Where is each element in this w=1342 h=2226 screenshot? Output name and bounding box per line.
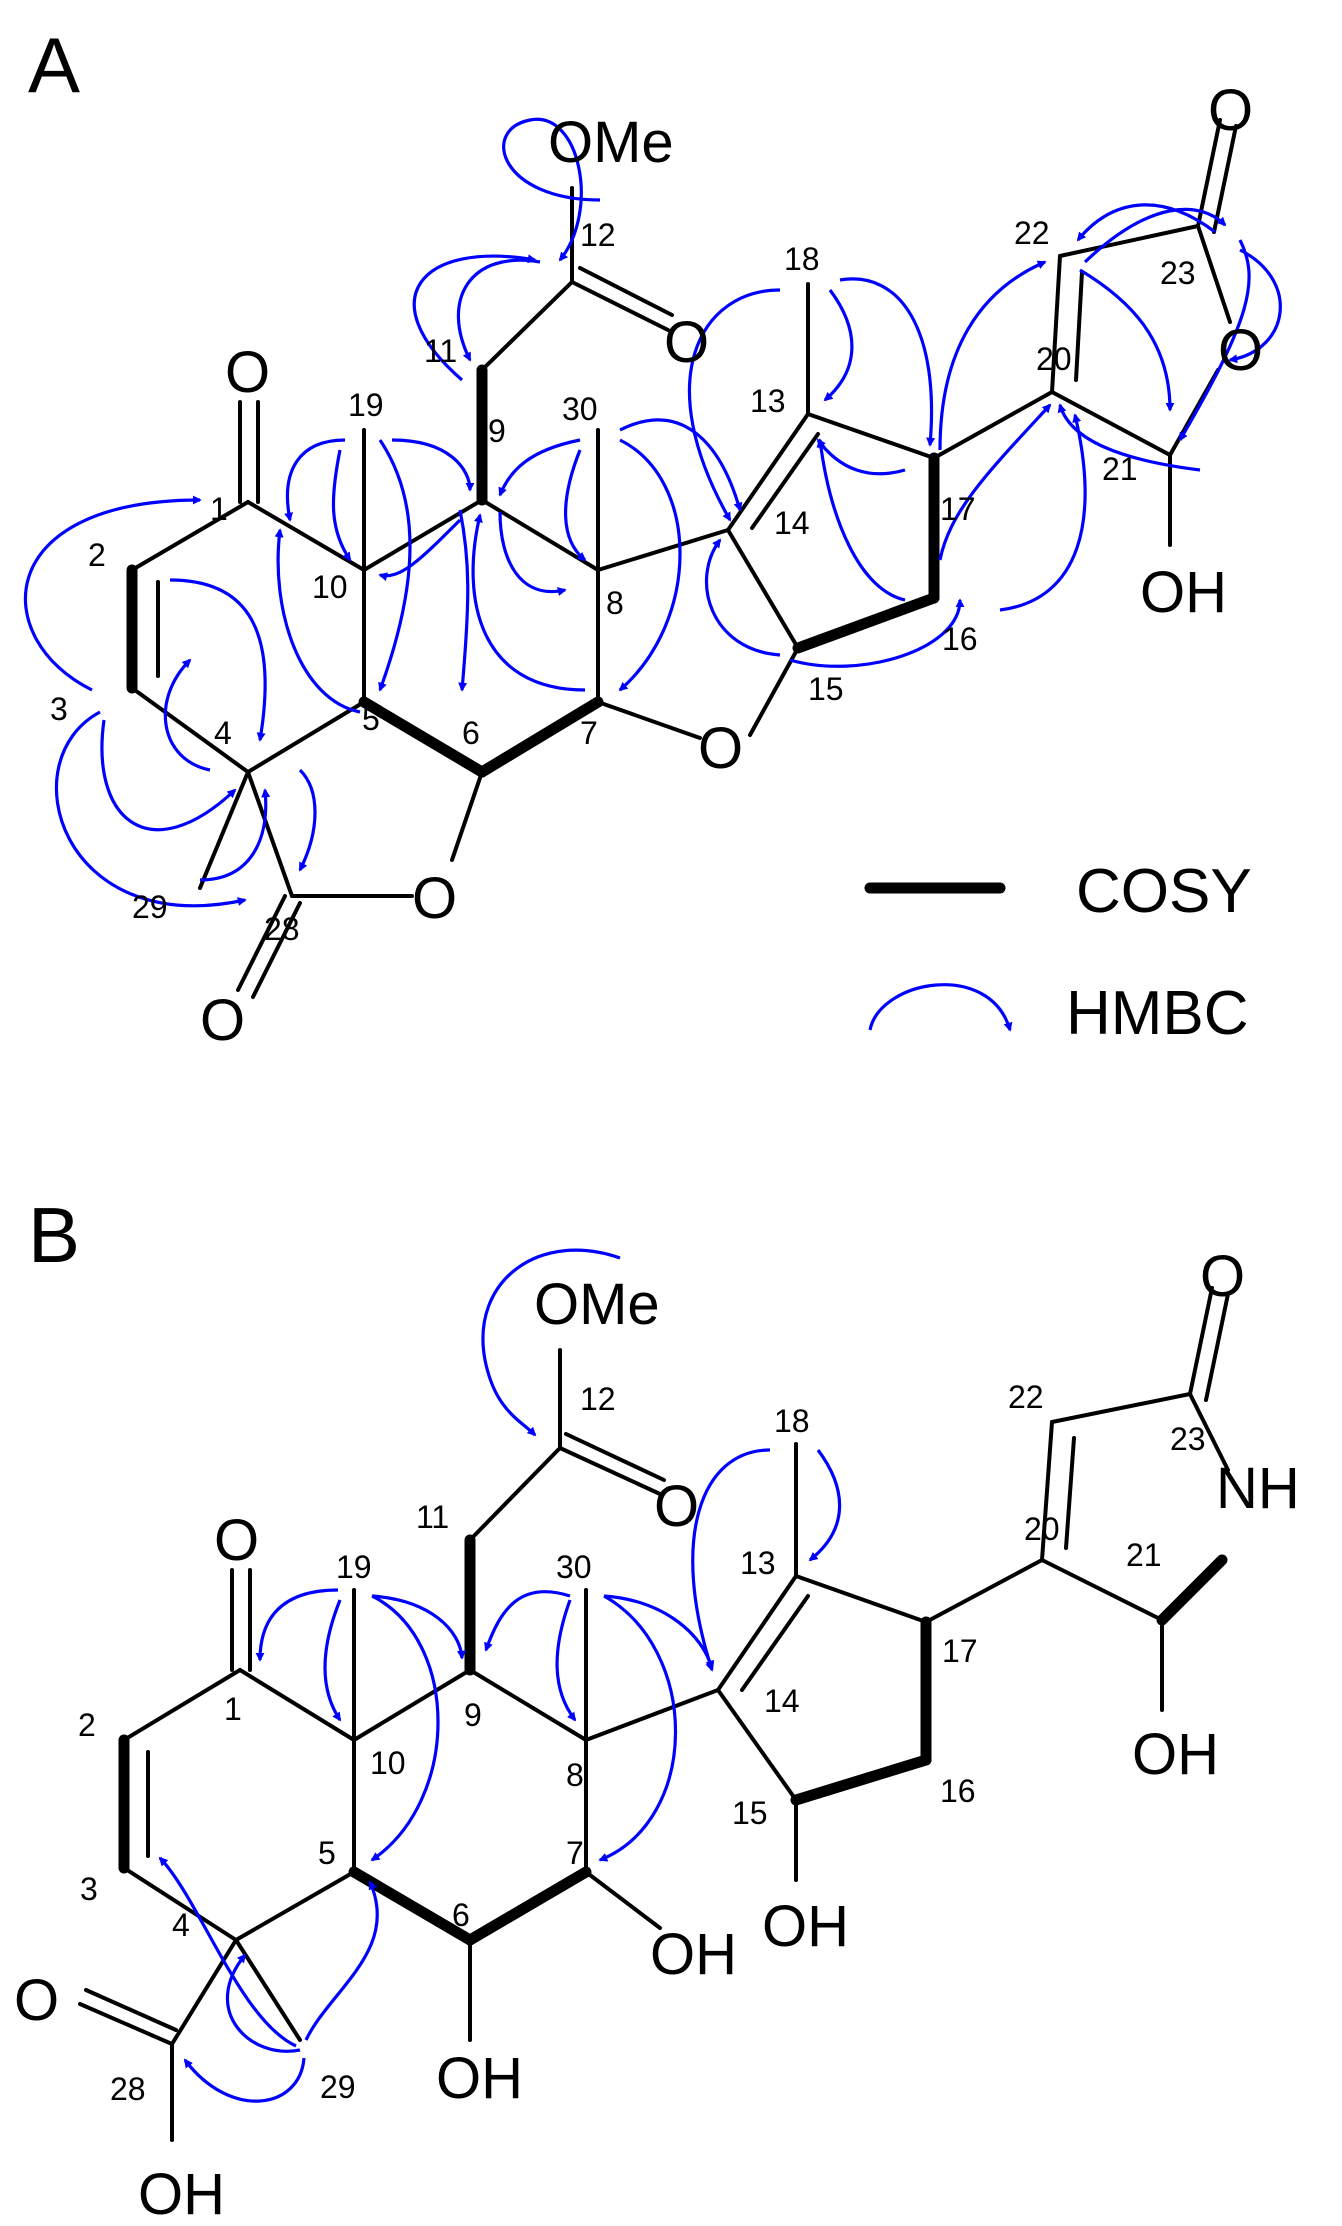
atom-number: 9 xyxy=(464,1697,482,1733)
atom-number: 17 xyxy=(940,491,976,527)
oxygen-label: O xyxy=(412,866,457,931)
atom-number: 8 xyxy=(566,1757,584,1793)
atom-number: 28 xyxy=(110,2071,146,2107)
atom-number: 19 xyxy=(336,1549,372,1585)
oxygen-label: O xyxy=(214,1508,259,1573)
atom-number: 13 xyxy=(750,383,786,419)
atom-number: 1 xyxy=(224,1691,242,1727)
methoxy-label: OMe xyxy=(548,110,674,175)
atom-number: 11 xyxy=(416,1499,449,1535)
hmbc-legend-label: HMBC xyxy=(1066,979,1249,1048)
panel-b-bonds xyxy=(78,1286,1230,2142)
oxygen-label: O xyxy=(1200,1244,1245,1309)
atom-number: 8 xyxy=(606,585,624,621)
atom-number: 5 xyxy=(318,1835,336,1871)
legend: COSY HMBC xyxy=(864,857,1252,1048)
panel-b: B xyxy=(14,1191,1300,2226)
atom-number: 20 xyxy=(1024,1511,1060,1547)
panel-a-bonds xyxy=(130,118,1238,999)
oxygen-label: O xyxy=(654,1474,699,1539)
atom-number: 22 xyxy=(1014,215,1050,251)
hydroxyl-label: OH xyxy=(436,2046,523,2111)
cosy-legend-label: COSY xyxy=(1076,857,1252,926)
atom-number: 29 xyxy=(132,889,168,925)
methoxy-label: OMe xyxy=(534,1272,660,1337)
panel-a-label: A xyxy=(28,21,80,109)
atom-number: 28 xyxy=(264,911,300,947)
atom-number: 15 xyxy=(808,671,844,707)
atom-number: 18 xyxy=(774,1403,810,1439)
atom-number: 11 xyxy=(424,333,457,369)
panel-b-label: B xyxy=(28,1191,80,1279)
atom-number: 15 xyxy=(732,1795,768,1831)
atom-number: 1 xyxy=(210,491,228,527)
panel-a-atom-numbers: 1 2 3 4 5 6 7 8 9 10 11 12 13 14 15 16 1… xyxy=(50,215,1196,947)
oxygen-label: O xyxy=(1218,318,1263,383)
atom-number: 16 xyxy=(940,1773,976,1809)
hydroxyl-label: OH xyxy=(1132,1722,1219,1787)
oxygen-label: O xyxy=(664,310,709,375)
atom-number: 7 xyxy=(580,715,598,751)
atom-number: 22 xyxy=(1008,1379,1044,1415)
atom-number: 3 xyxy=(50,691,68,727)
atom-number: 16 xyxy=(942,621,978,657)
atom-number: 17 xyxy=(942,1633,978,1669)
atom-number: 7 xyxy=(566,1835,584,1871)
panel-b-atom-numbers: 1 2 3 4 5 6 7 8 9 10 11 12 13 14 15 16 1… xyxy=(78,1379,1206,2107)
atom-number: 20 xyxy=(1036,341,1072,377)
atom-number: 6 xyxy=(452,1897,470,1933)
atom-number: 14 xyxy=(764,1683,800,1719)
atom-number: 23 xyxy=(1160,255,1196,291)
atom-number: 29 xyxy=(320,2069,356,2105)
panel-b-atom-labels: O O O O OMe OH OH OH OH OH NH xyxy=(14,1244,1300,2226)
panel-a-atom-labels: O O O O O O O OMe OH xyxy=(200,78,1263,1053)
hydroxyl-label: OH xyxy=(1140,560,1227,625)
atom-number: 5 xyxy=(362,701,380,737)
atom-number: 2 xyxy=(88,537,106,573)
atom-number: 30 xyxy=(562,391,598,427)
atom-number: 4 xyxy=(172,1907,190,1943)
atom-number: 3 xyxy=(80,1871,98,1907)
atom-number: 23 xyxy=(1170,1421,1206,1457)
amine-label: NH xyxy=(1216,1456,1300,1521)
hmbc-legend-arrow xyxy=(868,983,1013,1032)
hydroxyl-label: OH xyxy=(650,1922,737,1987)
oxygen-label: O xyxy=(698,716,743,781)
atom-number: 18 xyxy=(784,241,820,277)
atom-number: 6 xyxy=(462,715,480,751)
atom-number: 9 xyxy=(488,413,506,449)
oxygen-label: O xyxy=(225,340,270,405)
atom-number: 14 xyxy=(774,505,810,541)
atom-number: 30 xyxy=(556,1549,592,1585)
atom-number: 21 xyxy=(1102,451,1138,487)
panel-a: A xyxy=(23,21,1282,1053)
panel-b-hmbc-arrows xyxy=(158,1248,842,2103)
atom-number: 21 xyxy=(1126,1537,1162,1573)
atom-number: 19 xyxy=(348,387,384,423)
atom-number: 12 xyxy=(580,217,616,253)
atom-number: 13 xyxy=(740,1545,776,1581)
atom-number: 12 xyxy=(580,1381,616,1417)
oxygen-label: O xyxy=(14,1968,59,2033)
hydroxyl-label: OH xyxy=(138,2162,225,2226)
panel-a-hmbc-arrows xyxy=(23,117,1282,908)
hydroxyl-label: OH xyxy=(762,1894,849,1959)
atom-number: 10 xyxy=(312,569,348,605)
atom-number: 2 xyxy=(78,1707,96,1743)
atom-number: 10 xyxy=(370,1745,406,1781)
panel-a-cosy-bonds xyxy=(126,364,940,778)
oxygen-label: O xyxy=(1208,78,1253,143)
atom-number: 4 xyxy=(214,715,232,751)
oxygen-label: O xyxy=(200,988,245,1053)
